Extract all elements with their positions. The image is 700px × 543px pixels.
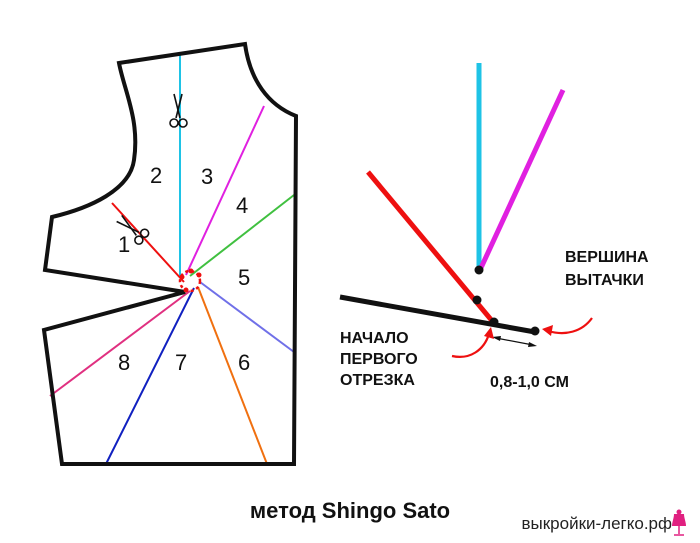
site-name[interactable]: выкройки-легко.рф (521, 514, 672, 533)
dart-detail: ВЕРШИНА ВЫТАЧКИ НАЧАЛО ПЕРВОГО ОТРЕЗКА 0… (339, 63, 649, 391)
apex-dot (188, 268, 194, 274)
start-label-line3: ОТРЕЗКА (340, 372, 415, 389)
apex-dot (196, 272, 202, 278)
piece-number-2: 2 (150, 163, 162, 188)
apex-dot (183, 287, 189, 293)
slash-line-green (189, 194, 295, 277)
piece-number-6: 6 (238, 350, 250, 375)
measure-label: 0,8-1,0 СМ (490, 374, 569, 391)
detail-line-magenta (477, 88, 566, 272)
scissors-icon (116, 214, 150, 245)
method-caption: метод Shingo Sato (249, 498, 451, 523)
slash-line-magenta (185, 105, 265, 276)
start-label-line2: ПЕРВОГО (340, 351, 418, 368)
scissors-icon (169, 93, 188, 128)
slash-line-orange (197, 286, 268, 465)
apex-dot (179, 274, 185, 280)
apex-label-line1: ВЕРШИНА (565, 249, 649, 266)
detail-line-red (366, 170, 495, 324)
piece-number-4: 4 (236, 193, 248, 218)
piece-number-5: 5 (238, 265, 250, 290)
detail-point (489, 317, 499, 327)
apex-label-line2: ВЫТАЧКИ (565, 272, 644, 289)
bodice-outline (41, 41, 299, 466)
slash-line-violet (199, 281, 295, 353)
slash-line-navy (105, 287, 195, 465)
slash-line-red (111, 202, 185, 283)
slash-line-pink (49, 290, 191, 397)
piece-number-1: 1 (118, 232, 130, 257)
detail-point (472, 295, 482, 305)
piece-number-8: 8 (118, 350, 130, 375)
start-label-line1: НАЧАЛО (340, 330, 409, 347)
apex-pointer-arrow (542, 317, 593, 336)
detail-point (530, 326, 540, 336)
bodice-pattern: 1 2 3 4 5 6 7 8 (41, 41, 299, 466)
start-pointer-arrow (451, 327, 494, 358)
piece-number-7: 7 (175, 350, 187, 375)
detail-point (474, 265, 484, 275)
detail-line-black (339, 294, 536, 335)
dress-form-icon (672, 509, 686, 536)
piece-number-3: 3 (201, 164, 213, 189)
measure-arrow (492, 336, 537, 347)
apex-circle (178, 269, 202, 293)
